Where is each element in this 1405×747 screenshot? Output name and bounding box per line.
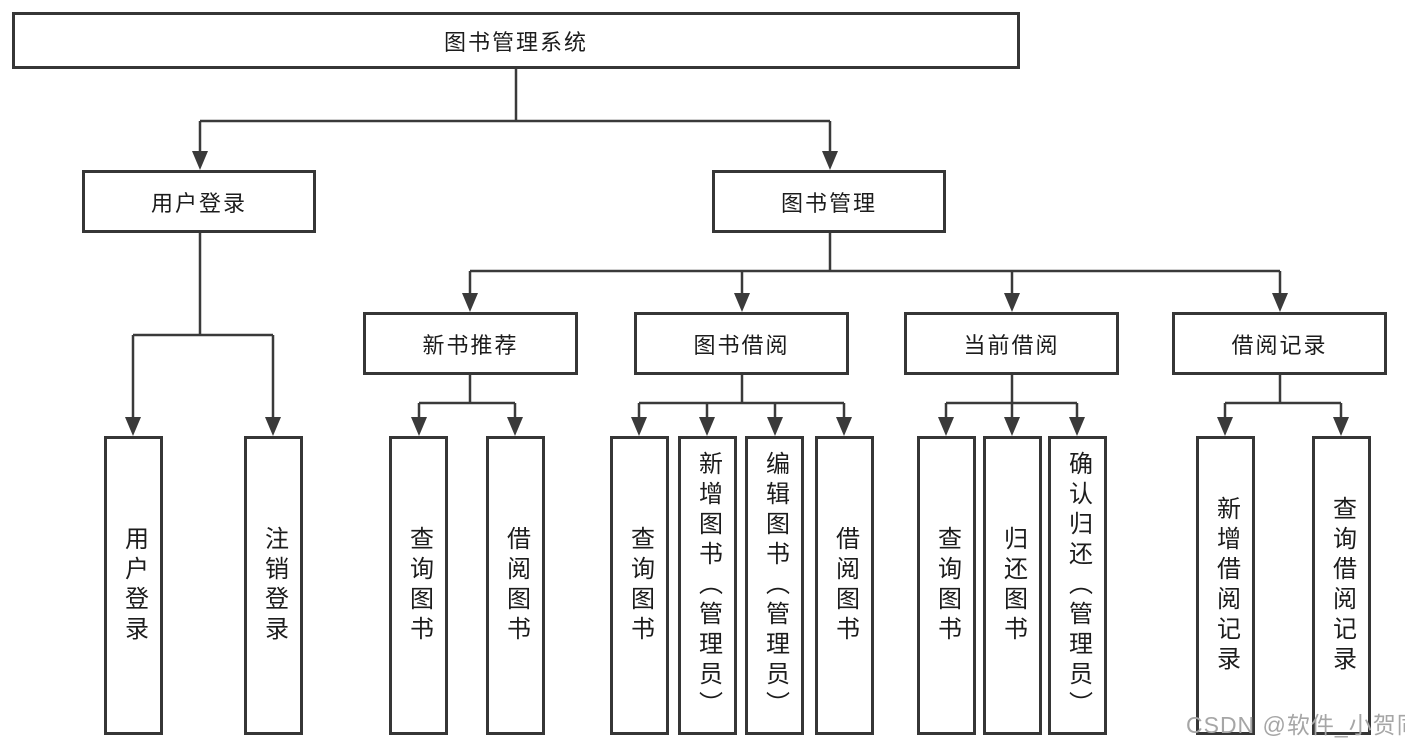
node-borrow-books-leaf: 借阅图书	[815, 436, 874, 735]
node-label: 编辑图书（管理员）	[761, 450, 789, 721]
node-library-management-system: 图书管理系统	[12, 12, 1020, 69]
node-book-management: 图书管理	[712, 170, 946, 233]
node-label: 用户登录	[150, 190, 247, 216]
node-return-book: 归还图书	[983, 436, 1042, 735]
node-query-borrow-record: 查询借阅记录	[1312, 436, 1371, 735]
node-query-books-borrow: 查询图书	[610, 436, 669, 735]
node-label: 用户登录	[120, 525, 148, 646]
node-current-borrow: 当前借阅	[904, 312, 1119, 375]
node-label: 借阅记录	[1231, 332, 1328, 358]
node-logout: 注销登录	[244, 436, 303, 735]
arrowheads	[125, 151, 1349, 436]
node-label: 借阅图书	[502, 525, 530, 646]
node-label: 查询图书	[405, 525, 433, 646]
node-user-login: 用户登录	[82, 170, 316, 233]
node-user-login-leaf: 用户登录	[104, 436, 163, 735]
node-label: 图书管理	[780, 190, 877, 216]
node-query-books-recommend: 查询图书	[389, 436, 448, 735]
node-borrow-record: 借阅记录	[1172, 312, 1387, 375]
node-label: 借阅图书	[831, 525, 859, 646]
node-label: 当前借阅	[963, 332, 1060, 358]
node-label: 查询借阅记录	[1328, 495, 1356, 676]
node-add-borrow-record: 新增借阅记录	[1196, 436, 1255, 735]
csdn-watermark: CSDN @软件_小贺同学	[1186, 712, 1405, 738]
node-confirm-return-admin: 确认归还（管理员）	[1048, 436, 1107, 735]
node-query-books-current: 查询图书	[917, 436, 976, 735]
node-label: 图书管理系统	[443, 29, 588, 55]
node-label: 注销登录	[260, 525, 288, 646]
node-new-book-recommend: 新书推荐	[363, 312, 578, 375]
node-borrow-books-recommend: 借阅图书	[486, 436, 545, 735]
node-label: 新书推荐	[422, 332, 519, 358]
node-label: 查询图书	[933, 525, 961, 646]
node-edit-book-admin: 编辑图书（管理员）	[745, 436, 804, 735]
node-label: 归还图书	[999, 525, 1027, 646]
node-label: 新增借阅记录	[1212, 495, 1240, 676]
node-label: 查询图书	[626, 525, 654, 646]
node-label: 确认归还（管理员）	[1064, 450, 1092, 721]
node-label: 新增图书（管理员）	[694, 450, 722, 721]
node-label: 图书借阅	[693, 332, 790, 358]
node-book-borrow: 图书借阅	[634, 312, 849, 375]
node-add-book-admin: 新增图书（管理员）	[678, 436, 737, 735]
